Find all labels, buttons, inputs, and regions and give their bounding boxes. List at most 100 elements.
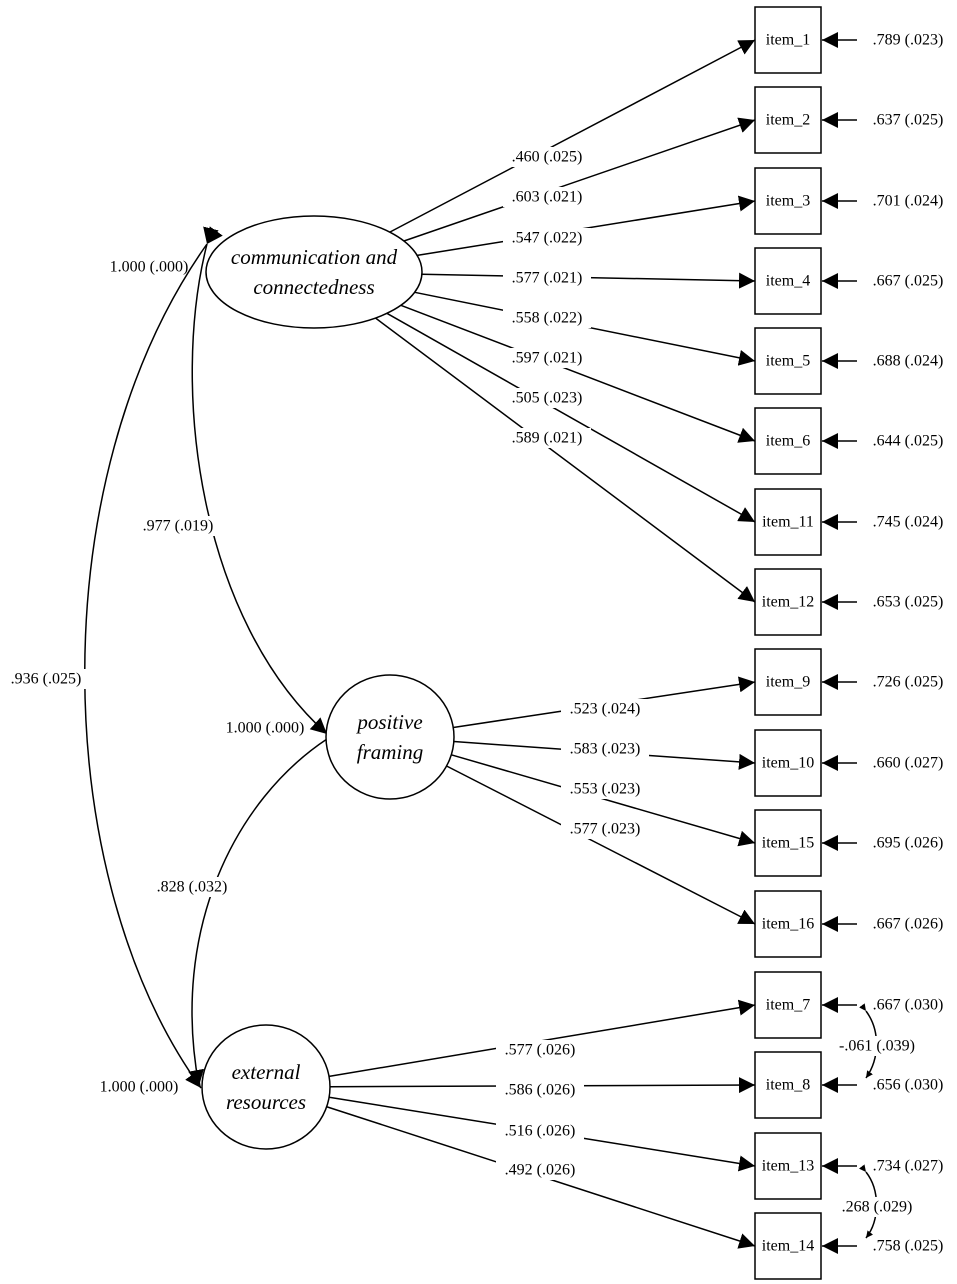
item_6-label: item_6 bbox=[766, 433, 810, 450]
loading-value-item_15: .553 (.023) bbox=[570, 781, 641, 798]
item_3-label: item_3 bbox=[766, 193, 810, 210]
loading-value-item_9: .523 (.024) bbox=[570, 701, 641, 718]
loading-value-item_14: .492 (.026) bbox=[505, 1162, 576, 1179]
loading-label-bg-item_14 bbox=[496, 1160, 584, 1180]
item_9-label: item_9 bbox=[766, 674, 810, 691]
item_16-label: item_16 bbox=[762, 916, 814, 933]
factor-pos-ellipse bbox=[325, 674, 455, 800]
loading-label-bg-item_5 bbox=[503, 308, 591, 328]
loading-arrow-item_1 bbox=[389, 39, 756, 233]
factor-correlation-label-bg-comm-pos bbox=[133, 516, 223, 536]
loading-arrow-item_16 bbox=[446, 765, 756, 925]
item_11-label: item_11 bbox=[762, 514, 814, 531]
loading-value-item_4: .577 (.021) bbox=[512, 270, 583, 287]
item_14-box bbox=[754, 1212, 822, 1280]
item_12-box bbox=[754, 568, 822, 636]
loading-value-item_5: .558 (.022) bbox=[512, 310, 583, 327]
factor-correlation-value-comm-pos: .977 (.019) bbox=[143, 518, 214, 535]
factor-correlation-label-bg-pos-ext bbox=[147, 877, 237, 897]
factor-ext-label-2: resources bbox=[226, 1090, 306, 1114]
item_13-residual-value: .734 (.027) bbox=[873, 1158, 944, 1175]
loading-label-bg-item_3 bbox=[503, 228, 591, 248]
item_16-box bbox=[754, 890, 822, 958]
loading-label-bg-item_6 bbox=[503, 348, 591, 368]
loading-value-item_8: .586 (.026) bbox=[505, 1082, 576, 1099]
item_14-label: item_14 bbox=[762, 1238, 814, 1255]
item_4-label: item_4 bbox=[766, 273, 810, 290]
factor-correlation-comm-ext bbox=[84, 226, 223, 1089]
item_4-residual-value: .667 (.025) bbox=[873, 273, 944, 290]
item_11-residual-value: .745 (.024) bbox=[873, 514, 944, 531]
factor-comm-ellipse bbox=[205, 215, 423, 329]
loading-arrow-item_12 bbox=[375, 317, 756, 603]
item_12-residual-value: .653 (.025) bbox=[873, 594, 944, 611]
item_2-residual-value: .637 (.025) bbox=[873, 112, 944, 129]
item_13-box bbox=[754, 1132, 822, 1200]
item_9-residual-value: .726 (.025) bbox=[873, 674, 944, 691]
loading-value-item_16: .577 (.023) bbox=[570, 821, 641, 838]
residual-correlation-value-item_7-item_8: -.061 (.039) bbox=[839, 1038, 915, 1055]
item_7-residual-value: .667 (.030) bbox=[873, 997, 944, 1014]
loading-value-item_7: .577 (.026) bbox=[505, 1042, 576, 1059]
loading-value-item_6: .597 (.021) bbox=[512, 350, 583, 367]
item_15-box bbox=[754, 809, 822, 877]
item_5-box bbox=[754, 327, 822, 395]
item_9-box bbox=[754, 648, 822, 716]
item_8-residual-value: .656 (.030) bbox=[873, 1077, 944, 1094]
factor-pos-label-2: framing bbox=[357, 740, 424, 764]
item_2-label: item_2 bbox=[766, 112, 810, 129]
factor-correlation-label-bg-comm-ext bbox=[1, 669, 91, 689]
loading-label-bg-item_1 bbox=[503, 147, 591, 167]
item_10-label: item_10 bbox=[762, 755, 814, 772]
item_1-box bbox=[754, 6, 822, 74]
loading-value-item_12: .589 (.021) bbox=[512, 430, 583, 447]
factor-pos-label-1: positive bbox=[355, 710, 422, 734]
item_3-residual-value: .701 (.024) bbox=[873, 193, 944, 210]
item_15-residual-value: .695 (.026) bbox=[873, 835, 944, 852]
factor-ext-variance: 1.000 (.000) bbox=[100, 1079, 179, 1096]
factor-correlation-value-pos-ext: .828 (.032) bbox=[157, 879, 228, 896]
item_6-box bbox=[754, 407, 822, 475]
loading-label-bg-item_16 bbox=[561, 819, 649, 839]
item_3-box bbox=[754, 167, 822, 235]
item_1-label: item_1 bbox=[766, 32, 810, 49]
residual-correlation-label-bg-item_7-item_8 bbox=[831, 1036, 923, 1056]
loading-label-bg-item_15 bbox=[561, 779, 649, 799]
loading-label-bg-item_11 bbox=[503, 388, 591, 408]
loading-value-item_11: .505 (.023) bbox=[512, 390, 583, 407]
item_7-label: item_7 bbox=[766, 997, 810, 1014]
factor-comm-label-2: connectedness bbox=[253, 275, 374, 299]
item_2-box bbox=[754, 86, 822, 154]
residual-correlation-value-item_13-item_14: .268 (.029) bbox=[842, 1199, 913, 1216]
loading-label-bg-item_10 bbox=[561, 739, 649, 759]
item_5-label: item_5 bbox=[766, 353, 810, 370]
factor-comm-variance: 1.000 (.000) bbox=[110, 259, 189, 276]
residual-correlation-label-bg-item_13-item_14 bbox=[831, 1197, 923, 1217]
loading-label-bg-item_8 bbox=[496, 1080, 584, 1100]
loading-value-item_10: .583 (.023) bbox=[570, 741, 641, 758]
loading-label-bg-item_2 bbox=[503, 187, 591, 207]
item_13-label: item_13 bbox=[762, 1158, 814, 1175]
loading-arrow-item_2 bbox=[403, 117, 756, 242]
factor-ext-label-1: external bbox=[232, 1060, 301, 1084]
item_15-label: item_15 bbox=[762, 835, 814, 852]
item_8-label: item_8 bbox=[766, 1077, 810, 1094]
item_10-box bbox=[754, 729, 822, 797]
item_10-residual-value: .660 (.027) bbox=[873, 755, 944, 772]
item_6-residual-value: .644 (.025) bbox=[873, 433, 944, 450]
loading-value-item_1: .460 (.025) bbox=[512, 149, 583, 166]
item_16-residual-value: .667 (.026) bbox=[873, 916, 944, 933]
factor-ext-ellipse bbox=[201, 1024, 331, 1150]
factor-correlation-value-comm-ext: .936 (.025) bbox=[11, 671, 82, 688]
item_1-residual-value: .789 (.023) bbox=[873, 32, 944, 49]
item_7-box bbox=[754, 971, 822, 1039]
loading-label-bg-item_7 bbox=[496, 1040, 584, 1060]
loading-label-bg-item_4 bbox=[503, 268, 591, 288]
loading-arrow-item_6 bbox=[400, 304, 756, 443]
item_5-residual-value: .688 (.024) bbox=[873, 353, 944, 370]
item_4-box bbox=[754, 247, 822, 315]
factor-comm-label-1: communication and bbox=[231, 245, 398, 269]
loading-value-item_2: .603 (.021) bbox=[512, 189, 583, 206]
loading-label-bg-item_9 bbox=[561, 699, 649, 719]
